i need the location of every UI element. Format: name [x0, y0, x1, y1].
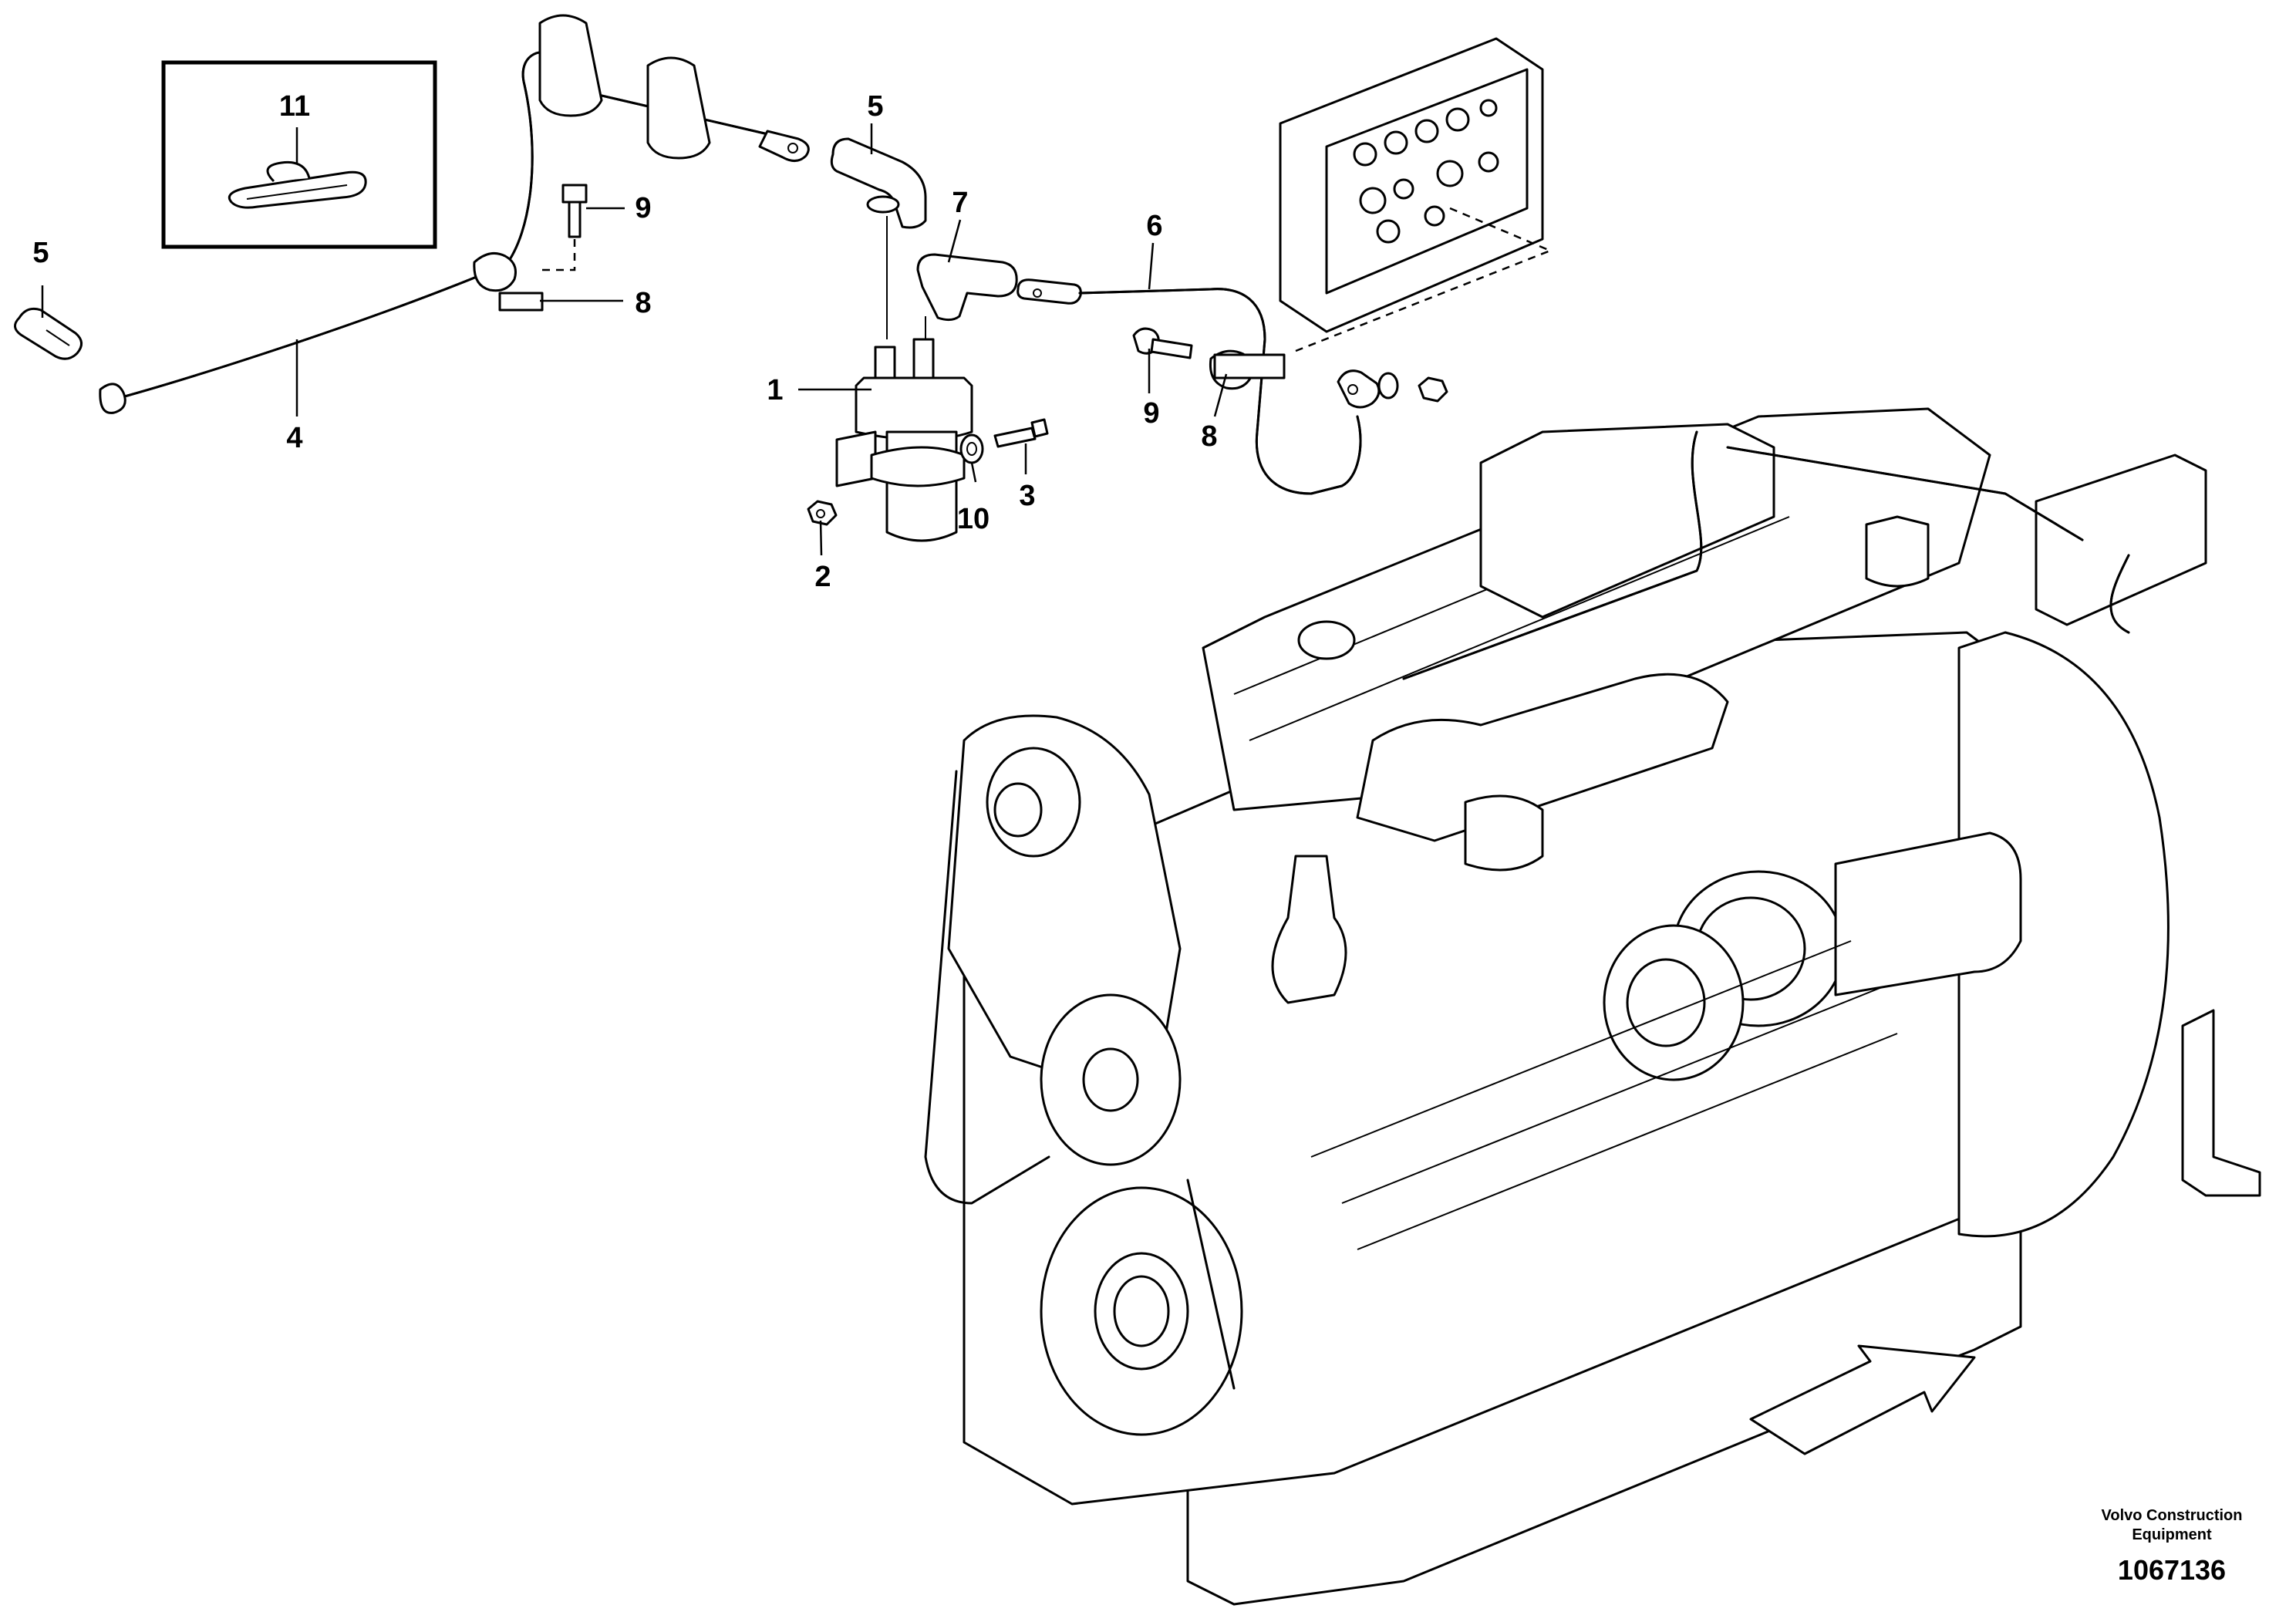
relay-unit-1: [835, 216, 973, 542]
cable-tie-icon: [228, 160, 367, 209]
screw-3: [993, 418, 1049, 448]
terminal-posts: [1353, 99, 1499, 244]
clamp-8-right: [1209, 349, 1286, 390]
callout-8-right: 8: [1201, 420, 1217, 453]
callout-9-upper: 9: [635, 192, 651, 224]
callout-4: 4: [286, 422, 302, 454]
cable-harness-4: [99, 14, 810, 414]
callout-10: 10: [957, 503, 990, 535]
screw-9-right: [1132, 327, 1193, 359]
elbow-connector-5: [830, 137, 927, 229]
screw-9-upper: [540, 184, 588, 271]
junction-box: [1279, 37, 1553, 352]
leader-lines: [41, 123, 1228, 556]
callout-7: 7: [952, 187, 968, 219]
nut-2: [807, 500, 838, 526]
cable-6: [1017, 278, 1381, 495]
plug-5-left: [14, 307, 83, 360]
company-name-line2: Equipment: [2132, 1526, 2212, 1543]
elbow-connector-7: [916, 253, 1018, 322]
engine-assembly: [924, 407, 2261, 1606]
washer-10: [959, 433, 984, 464]
callout-11: 11: [279, 90, 310, 123]
callout-6: 6: [1146, 210, 1162, 242]
front-direction-arrow: [1749, 1344, 1976, 1455]
callout-5-top: 5: [867, 90, 883, 123]
company-name-line1: Volvo Construction: [2102, 1507, 2243, 1524]
drawing-number: 1067136: [2118, 1554, 2226, 1586]
washer-nut-right: [1377, 372, 1448, 403]
footer: Volvo Construction Equipment 1067136: [2102, 1507, 2243, 1586]
callout-5-left: 5: [32, 237, 49, 269]
callout-9-right: 9: [1143, 397, 1159, 430]
callout-8-left: 8: [635, 287, 651, 319]
callout-1: 1: [767, 374, 783, 406]
callout-labels: 1 2 3 4 5 5 6 7 8 8 9 9 10: [32, 90, 1217, 593]
callout-2: 2: [814, 561, 831, 593]
cable-tie-inset: 11: [161, 60, 437, 249]
callout-3: 3: [1019, 480, 1035, 512]
